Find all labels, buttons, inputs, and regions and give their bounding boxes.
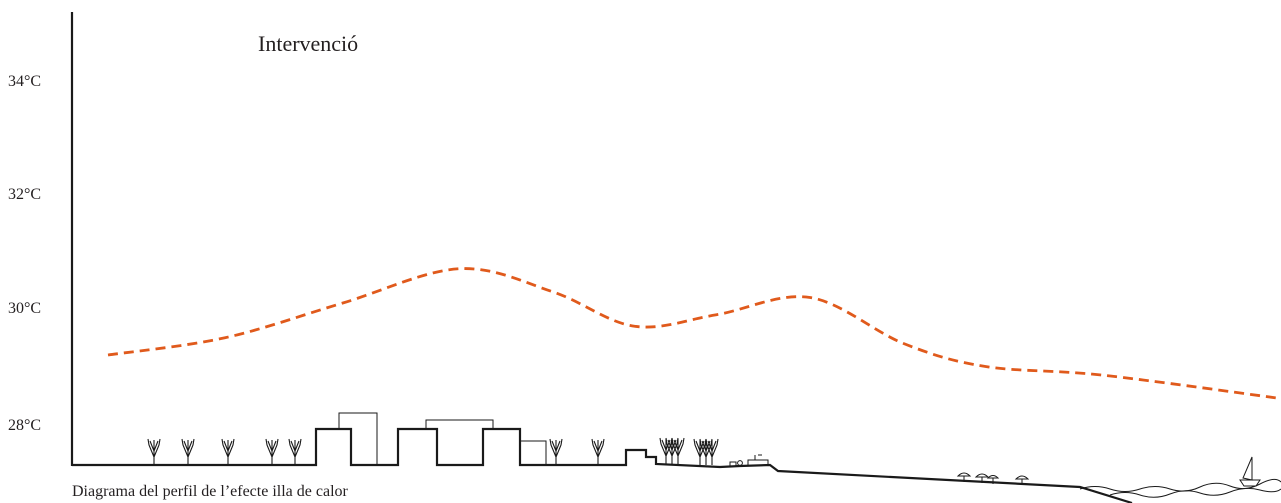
building-outline-2 xyxy=(425,419,494,429)
beach-umbrellas xyxy=(956,472,1030,485)
diagram-title: Intervenció xyxy=(258,31,358,56)
y-tick-label-28: 28°C xyxy=(8,417,41,434)
park-furniture xyxy=(729,454,769,466)
building-outline-3 xyxy=(520,440,547,465)
sea-waves-2 xyxy=(1109,487,1281,498)
y-tick-label-32: 32°C xyxy=(8,186,41,203)
building-outline-1 xyxy=(338,412,378,465)
ground-profile xyxy=(72,427,1133,503)
diagram-caption: Diagrama del perfil de l’efecte illa de … xyxy=(72,483,349,500)
tree-6 xyxy=(549,438,563,465)
tree-10 xyxy=(671,437,685,464)
tree-3 xyxy=(221,438,235,465)
y-tick-label-30: 30°C xyxy=(8,300,41,317)
tree-2 xyxy=(181,438,195,465)
tree-5 xyxy=(288,438,302,465)
tree-4 xyxy=(265,438,279,465)
tree-13 xyxy=(705,438,719,465)
tree-group xyxy=(147,437,719,465)
y-tick-label-34: 34°C xyxy=(8,73,41,90)
temperature-curve xyxy=(107,267,1279,400)
sailboat xyxy=(1239,456,1261,487)
tree-1 xyxy=(147,438,161,465)
sea-waves-1 xyxy=(1079,478,1281,492)
tree-7 xyxy=(591,438,605,465)
